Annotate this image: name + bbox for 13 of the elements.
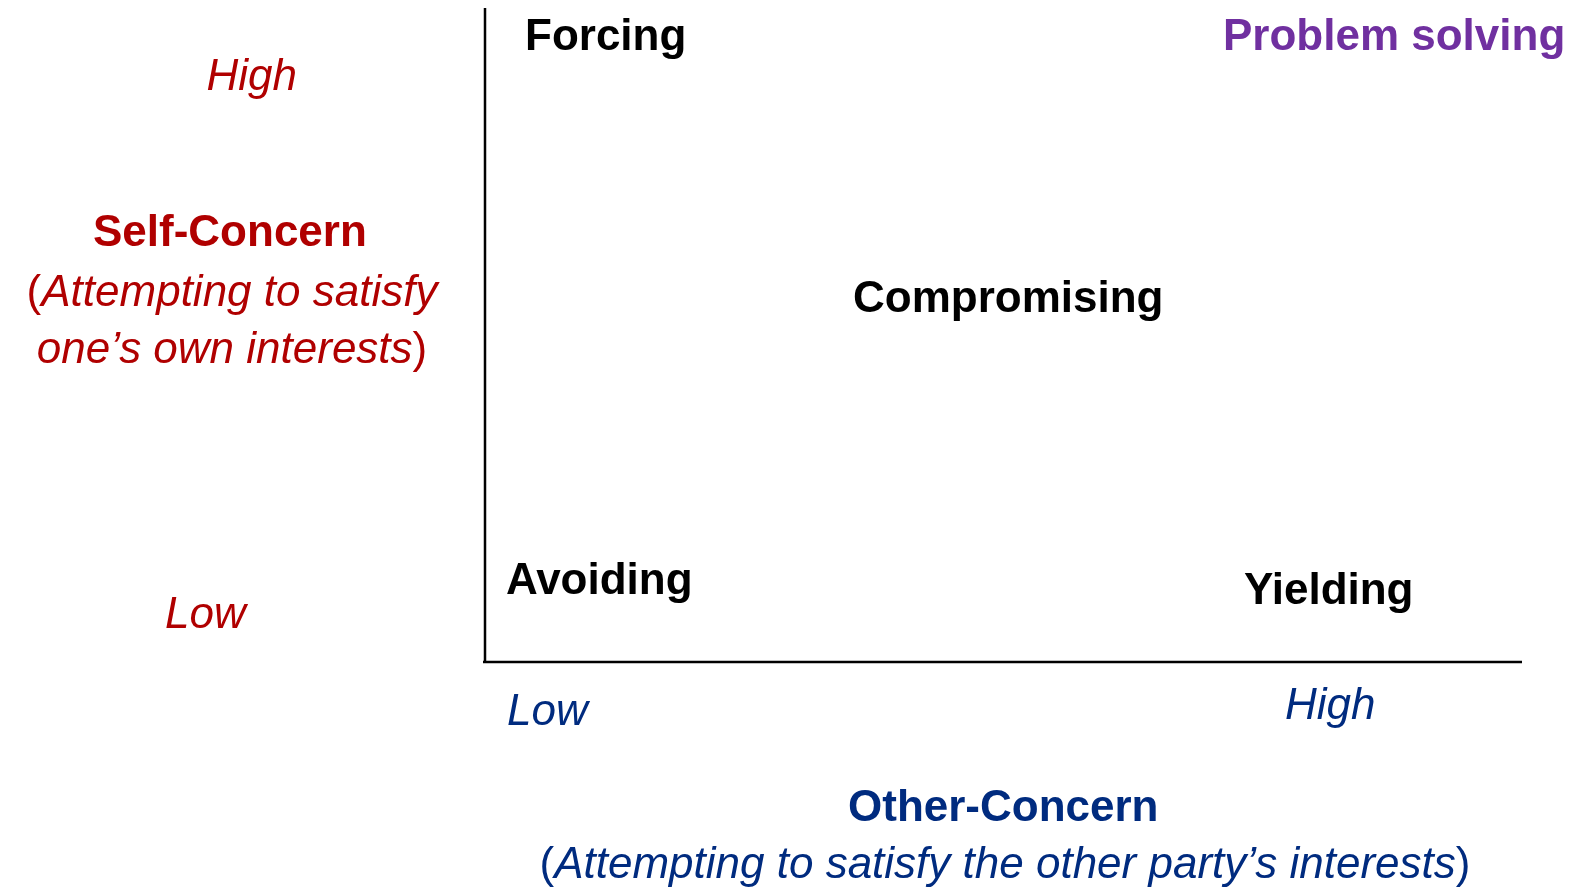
axis-level-label: Low xyxy=(165,587,246,639)
quadrant-label: Problem solving xyxy=(1223,9,1566,61)
axis-description: (Attempting to satisfy one’s own interests) xyxy=(25,265,441,374)
axis-title: Other-Concern xyxy=(848,780,1159,832)
quadrant-label: Forcing xyxy=(525,9,687,61)
quadrant-label: Avoiding xyxy=(506,553,693,605)
axis-level-label: High xyxy=(206,49,297,101)
quadrant-label: Yielding xyxy=(1244,563,1414,615)
axis-description: (Attempting to satisfy the other party’s interests) xyxy=(539,837,1471,889)
axis-level-label: Low xyxy=(507,684,588,736)
center-label: Compromising xyxy=(853,271,1164,323)
axis-title: Self-Concern xyxy=(93,205,367,257)
axis-level-label: High xyxy=(1285,678,1376,730)
